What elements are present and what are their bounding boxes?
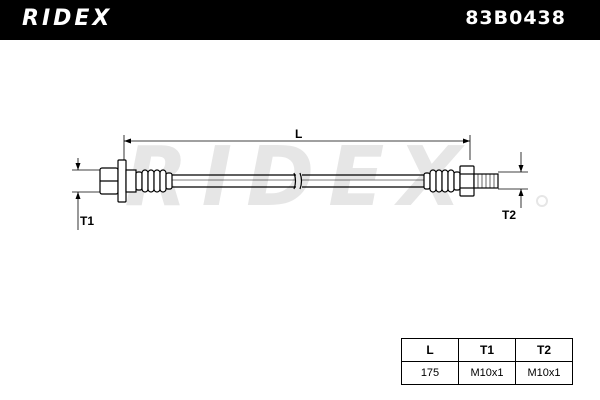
watermark: RIDEX xyxy=(125,130,476,225)
spec-header-cell: T2 xyxy=(515,338,573,362)
hose-assembly xyxy=(99,159,499,203)
spec-value-cell: M10x1 xyxy=(515,361,573,385)
label-length: L xyxy=(295,127,303,141)
dimension-thread-1 xyxy=(72,158,100,230)
spec-table-value-row: 175 M10x1 M10x1 xyxy=(401,361,573,385)
dimension-length xyxy=(123,135,471,160)
dimension-thread-2 xyxy=(498,152,528,208)
spec-value-cell: 175 xyxy=(401,361,459,385)
watermark-registered-mark xyxy=(536,195,548,207)
spec-table-header-row: L T1 T2 xyxy=(401,338,573,362)
brand-logo: RIDEX xyxy=(22,6,113,31)
label-thread-1: T1 xyxy=(80,214,95,228)
spec-table: L T1 T2 175 M10x1 M10x1 xyxy=(401,338,573,385)
spec-value-cell: M10x1 xyxy=(458,361,516,385)
right-hex-nut xyxy=(459,165,475,197)
header-bar: RIDEX 83B0438 xyxy=(0,0,600,40)
part-number: 83B0438 xyxy=(465,7,566,29)
spec-header-cell: T1 xyxy=(458,338,516,362)
label-thread-2: T2 xyxy=(502,208,517,222)
spec-header-cell: L xyxy=(401,338,459,362)
left-flange xyxy=(117,159,127,203)
